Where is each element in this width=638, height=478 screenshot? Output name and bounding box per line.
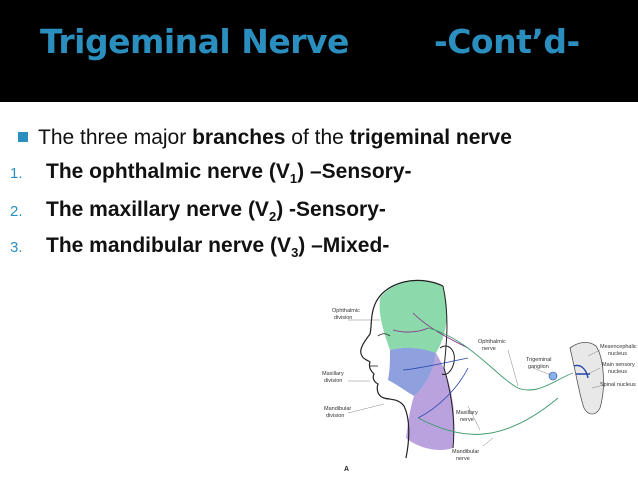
head-outline: [360, 279, 444, 459]
intro-text-mid: of the: [285, 126, 350, 149]
list-item-text: The ophthalmic nerve (V: [46, 160, 290, 183]
intro-bold-branches: branches: [192, 126, 286, 149]
label-ophthalmic-division: Ophthalmic: [332, 308, 360, 314]
ear: [439, 345, 455, 375]
list-item-subscript: 1: [289, 171, 298, 187]
label-maxillary-division-2: division: [324, 378, 342, 384]
slide-title: Trigeminal Nerve: [40, 22, 349, 61]
mandibular-nerve-branch: [417, 367, 469, 419]
intro-text: The three major: [38, 126, 193, 149]
label-ophthalmic-division-2: division: [334, 315, 352, 321]
label-maxillary-nerve: Maxillary: [456, 410, 478, 416]
trigeminal-ganglion: [548, 371, 558, 381]
label-main-sensory-nucleus-2: nucleus: [608, 369, 627, 375]
slide-title-continued: -Cont’d-: [434, 22, 580, 61]
list-item-text: The mandibular nerve (V: [46, 234, 292, 257]
label-mandibular-division: Mandibular: [324, 406, 351, 412]
ophthalmic-region: [379, 280, 448, 353]
ophthalmic-nerve-branch: [392, 312, 469, 349]
list-number: 3.: [10, 239, 23, 256]
label-maxillary-nerve-2: nerve: [460, 417, 474, 423]
list-item-type: ) –Sensory-: [297, 160, 412, 183]
panel-letter: A: [344, 466, 349, 473]
maxillary-region: [388, 347, 436, 396]
list-number: 2.: [10, 203, 23, 220]
label-main-sensory-nucleus: Main sensory: [602, 362, 635, 368]
trigeminal-anatomy-figure: Ophthalmic division Maxillary division M…: [322, 279, 637, 473]
label-spinal-nucleus: Spinal nucleus: [600, 382, 636, 388]
mandibular-region: [406, 353, 455, 450]
trigeminal-nerve-track: [427, 327, 574, 391]
intro-bold-trigeminal: trigeminal nerve: [349, 126, 512, 149]
leader-lines: [347, 319, 601, 447]
label-mesencephalic-nucleus-2: nucleus: [608, 351, 627, 357]
label-maxillary-division: Maxillary: [322, 371, 344, 377]
square-bullet-icon: [18, 132, 28, 142]
list-item-text: The maxillary nerve (V: [46, 198, 269, 221]
list-number: 1.: [10, 165, 23, 182]
list-item-maxillary: 2. The maxillary nerve (V2) -Sensory-: [10, 198, 386, 224]
list-item-mandibular: 3. The mandibular nerve (V3) –Mixed-: [10, 234, 389, 260]
neck-outline: [442, 285, 455, 449]
brainstem: [569, 342, 604, 415]
maxillary-nerve-branch: [402, 357, 469, 371]
trigeminal-nucleus: [573, 364, 590, 379]
label-ophthalmic-nerve-2: nerve: [482, 346, 496, 352]
label-mesencephalic-nucleus: Mesencephalic: [600, 344, 637, 350]
list-item-ophthalmic: 1. The ophthalmic nerve (V1) –Sensory-: [10, 160, 412, 186]
label-trigeminal-ganglion-2: ganglion: [528, 364, 549, 370]
list-item-type: ) -Sensory-: [276, 198, 386, 221]
label-mandibular-division-2: division: [326, 413, 344, 419]
list-item-subscript: 2: [268, 209, 277, 225]
eye: [377, 333, 391, 337]
intro-bullet: The three major branches of the trigemin…: [18, 126, 512, 150]
mandibular-nerve-track: [417, 397, 559, 435]
label-ophthalmic-nerve: Ophthalmic: [478, 339, 506, 345]
list-item-type: ) –Mixed-: [298, 234, 390, 257]
label-mandibular-nerve: Mandibular: [452, 449, 479, 455]
label-mandibular-nerve-2: nerve: [456, 456, 470, 462]
list-item-subscript: 3: [291, 245, 299, 261]
title-bar: Trigeminal Nerve -Cont’d-: [0, 0, 638, 102]
label-trigeminal-ganglion: Trigeminal: [526, 357, 551, 363]
